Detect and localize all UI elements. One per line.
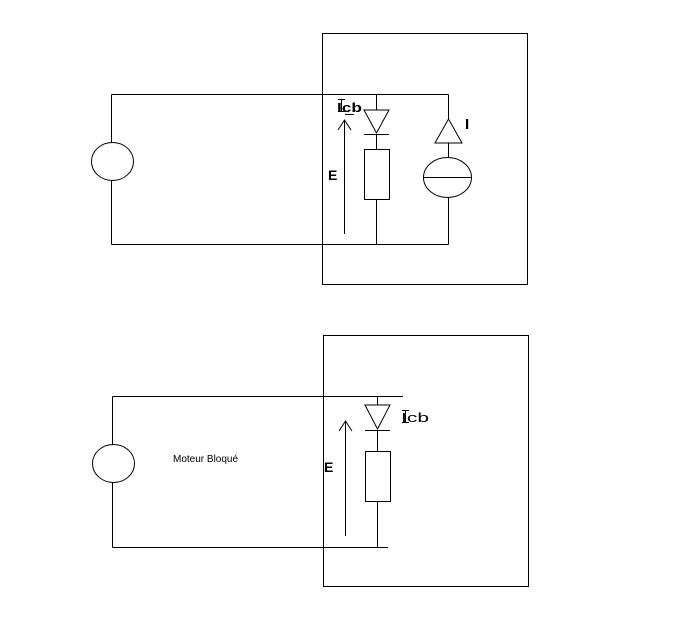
current-source-branch xyxy=(423,94,472,245)
icb-label-2: Icb xyxy=(401,410,429,425)
resistor-2 xyxy=(365,451,391,502)
motor-box-2 xyxy=(323,335,529,587)
diode-branch-1 xyxy=(363,94,390,245)
wires-2 xyxy=(112,396,403,548)
circuit-diagram-1: Icb E I xyxy=(91,33,528,285)
voltage-arrow-2 xyxy=(338,420,353,536)
e-label-1: E xyxy=(328,167,337,183)
diode-branch-2 xyxy=(364,396,391,548)
circuit-diagram-2: Icb E Moteur Bloqué xyxy=(92,335,529,587)
voltage-arrow-1 xyxy=(337,119,352,234)
voltage-source-1 xyxy=(91,142,134,181)
diode-1 xyxy=(363,109,390,135)
icb-label-1: Icb xyxy=(337,100,362,115)
voltage-source-2 xyxy=(92,444,135,483)
wires-1 xyxy=(111,94,449,245)
current-source xyxy=(423,157,472,198)
icb-marker-1 xyxy=(338,99,354,115)
diode-2 xyxy=(364,404,391,431)
e-label-2: E xyxy=(324,459,333,475)
i-label: I xyxy=(465,116,469,133)
current-arrow-head xyxy=(434,117,463,144)
icb-marker-2 xyxy=(402,410,409,423)
resistor-1 xyxy=(364,149,390,200)
motor-box-1 xyxy=(322,33,528,285)
motor-blocked-caption: Moteur Bloqué xyxy=(173,454,238,465)
